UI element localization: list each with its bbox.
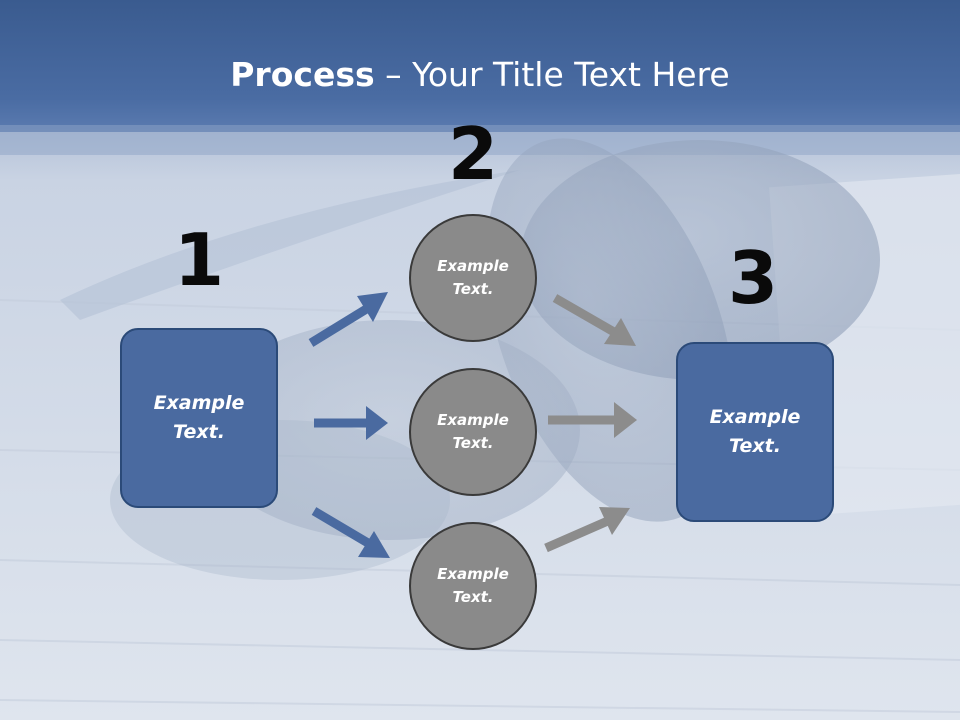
step-1-box: Example Text. <box>120 328 278 508</box>
circle-bottom-text: Example Text. <box>437 565 509 606</box>
step-number-1: 1 <box>173 218 225 302</box>
arrow-from-circle-top <box>552 294 636 346</box>
arrow-to-circle-middle <box>314 406 388 440</box>
circle-middle: Example Text. <box>409 368 537 496</box>
arrow-from-circle-middle <box>548 402 637 438</box>
step-number-3: 3 <box>727 236 779 320</box>
arrow-to-circle-bottom <box>311 507 390 558</box>
title-bold: Process <box>230 55 375 94</box>
arrow-to-circle-top <box>308 292 388 347</box>
arrow-from-circle-bottom <box>544 507 630 553</box>
title-rest: – Your Title Text Here <box>374 55 730 94</box>
step-3-box: Example Text. <box>676 342 834 522</box>
circle-middle-text: Example Text. <box>437 411 509 452</box>
circle-top: Example Text. <box>409 214 537 342</box>
slide-title: Process – Your Title Text Here <box>0 52 960 98</box>
step-number-2: 2 <box>447 112 499 196</box>
step-1-text: Example Text. <box>153 392 245 443</box>
circle-bottom: Example Text. <box>409 522 537 650</box>
circle-top-text: Example Text. <box>437 257 509 298</box>
step-3-text: Example Text. <box>709 406 801 457</box>
